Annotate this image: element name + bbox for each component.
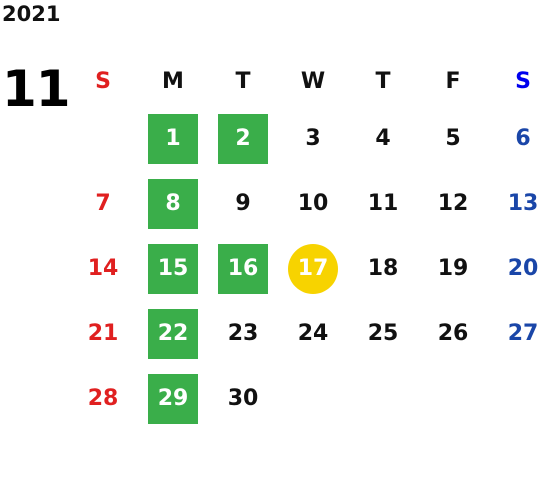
day-number[interactable]: 4 — [375, 126, 391, 151]
day-cell — [488, 366, 548, 431]
calendar-grid: S M T W T F S 1 2 3 4 5 6 7 8 9 10 11 12… — [68, 56, 548, 431]
day-number[interactable]: 28 — [87, 386, 119, 411]
day-number[interactable]: 9 — [235, 191, 251, 216]
day-number[interactable]: 23 — [227, 321, 259, 346]
highlighted-day-number[interactable]: 22 — [148, 308, 198, 359]
day-number[interactable]: 19 — [437, 256, 469, 281]
highlighted-day-number[interactable]: 29 — [148, 373, 198, 424]
today-day-number[interactable]: 17 — [288, 243, 338, 294]
day-cell[interactable]: 6 — [488, 106, 548, 171]
day-number — [78, 114, 128, 164]
day-cell[interactable]: 7 — [68, 171, 138, 236]
day-number[interactable]: 30 — [227, 386, 259, 411]
weekday-saturday: S — [515, 68, 531, 94]
day-cell[interactable]: 10 — [278, 171, 348, 236]
day-cell — [68, 106, 138, 171]
day-cell[interactable]: 4 — [348, 106, 418, 171]
day-number[interactable]: 12 — [437, 191, 469, 216]
day-cell[interactable]: 3 — [278, 106, 348, 171]
highlighted-day-number[interactable]: 2 — [218, 113, 268, 164]
day-number[interactable]: 11 — [367, 191, 399, 216]
day-cell[interactable]: 8 — [138, 171, 208, 236]
day-cell[interactable]: 28 — [68, 366, 138, 431]
day-number[interactable]: 14 — [87, 256, 119, 281]
weekday-monday: M — [162, 68, 184, 94]
year-label: 2021 — [2, 2, 61, 26]
day-number — [288, 374, 338, 424]
day-cell[interactable]: 5 — [418, 106, 488, 171]
weekday-thursday: T — [375, 68, 391, 94]
day-cell — [418, 366, 488, 431]
day-cell[interactable]: 22 — [138, 301, 208, 366]
day-cell[interactable]: 14 — [68, 236, 138, 301]
day-cell[interactable]: 29 — [138, 366, 208, 431]
weekday-friday: F — [445, 68, 461, 94]
day-number — [428, 374, 478, 424]
day-cell[interactable]: 16 — [208, 236, 278, 301]
day-number[interactable]: 20 — [507, 256, 539, 281]
day-number[interactable]: 21 — [87, 321, 119, 346]
day-number[interactable]: 7 — [95, 191, 111, 216]
day-cell[interactable]: 21 — [68, 301, 138, 366]
day-cell[interactable]: 25 — [348, 301, 418, 366]
day-cell[interactable]: 2 — [208, 106, 278, 171]
day-cell[interactable]: 27 — [488, 301, 548, 366]
day-cell[interactable]: 24 — [278, 301, 348, 366]
weekday-sunday: S — [95, 68, 111, 94]
day-number[interactable]: 13 — [507, 191, 539, 216]
day-cell — [348, 366, 418, 431]
month-label: 11 — [2, 60, 71, 118]
day-cell[interactable]: 11 — [348, 171, 418, 236]
day-number[interactable]: 5 — [445, 126, 461, 151]
day-number[interactable]: 26 — [437, 321, 469, 346]
day-cell[interactable]: 30 — [208, 366, 278, 431]
day-cell[interactable]: 26 — [418, 301, 488, 366]
weekday-tuesday: T — [235, 68, 251, 94]
day-cell[interactable]: 17 — [278, 236, 348, 301]
day-number[interactable]: 3 — [305, 126, 321, 151]
day-number[interactable]: 18 — [367, 256, 399, 281]
day-cell[interactable]: 13 — [488, 171, 548, 236]
day-number — [358, 374, 408, 424]
day-number[interactable]: 24 — [297, 321, 329, 346]
day-number[interactable]: 25 — [367, 321, 399, 346]
day-cell[interactable]: 18 — [348, 236, 418, 301]
day-number[interactable]: 6 — [515, 126, 531, 151]
day-cell — [278, 366, 348, 431]
day-cell[interactable]: 12 — [418, 171, 488, 236]
weekday-wednesday: W — [300, 68, 326, 94]
day-cell[interactable]: 20 — [488, 236, 548, 301]
day-number[interactable]: 10 — [297, 191, 329, 216]
day-cell[interactable]: 19 — [418, 236, 488, 301]
highlighted-day-number[interactable]: 15 — [148, 243, 198, 294]
day-cell[interactable]: 9 — [208, 171, 278, 236]
highlighted-day-number[interactable]: 8 — [148, 178, 198, 229]
highlighted-day-number[interactable]: 1 — [148, 113, 198, 164]
day-number[interactable]: 27 — [507, 321, 539, 346]
day-cell[interactable]: 23 — [208, 301, 278, 366]
day-cell[interactable]: 1 — [138, 106, 208, 171]
day-cell[interactable]: 15 — [138, 236, 208, 301]
day-number — [498, 374, 548, 424]
highlighted-day-number[interactable]: 16 — [218, 243, 268, 294]
